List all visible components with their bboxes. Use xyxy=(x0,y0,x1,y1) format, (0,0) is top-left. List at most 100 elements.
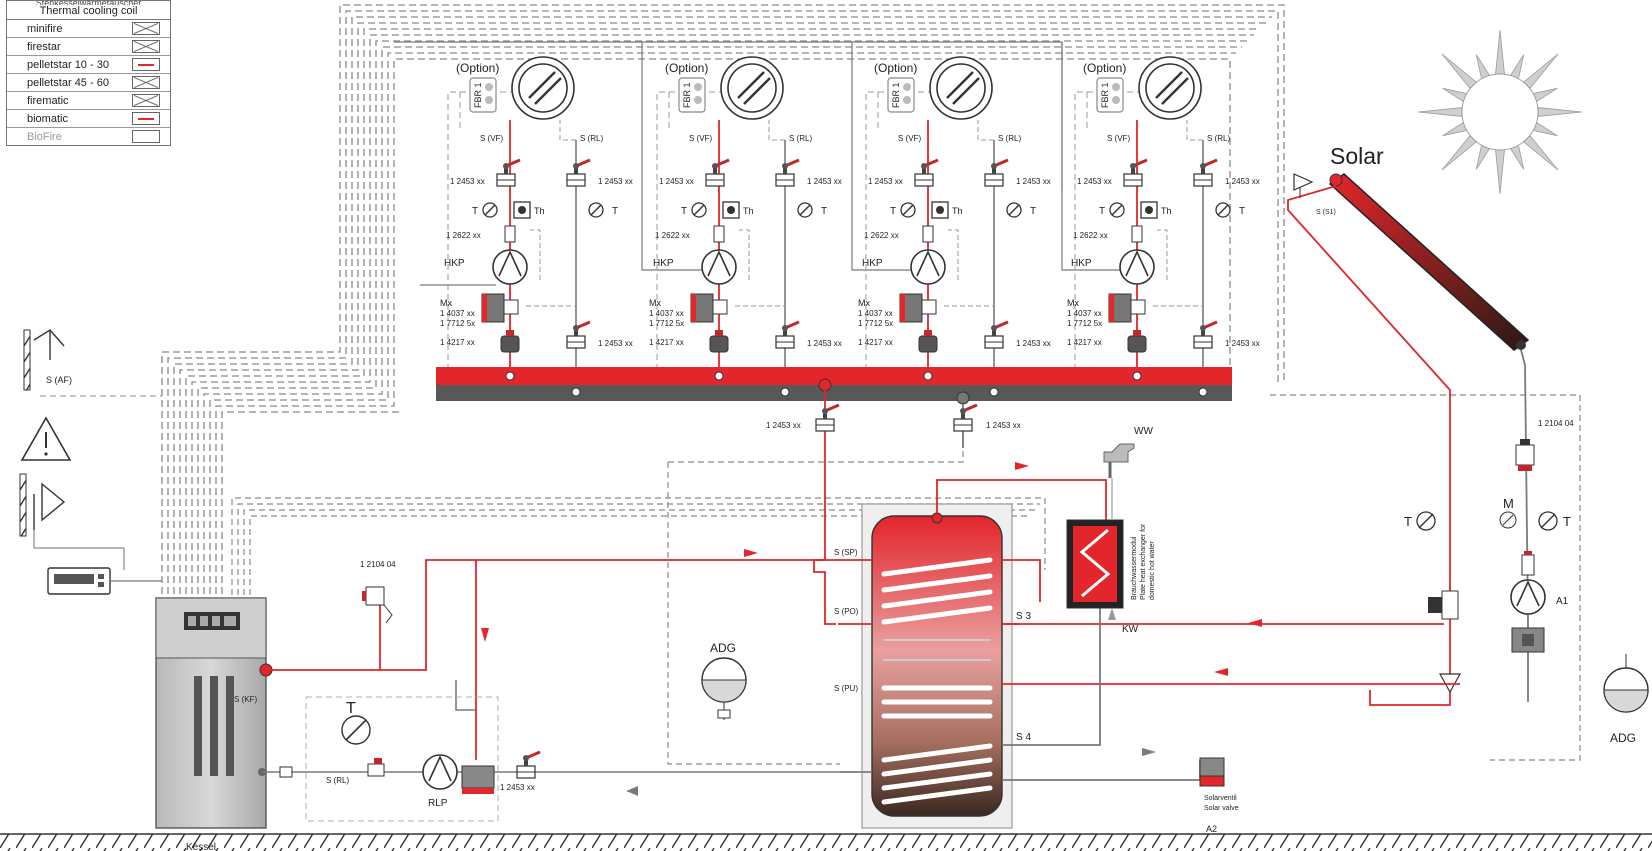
fbr-remote[interactable]: FBR 1 xyxy=(1096,77,1124,113)
room-sensor xyxy=(19,473,66,537)
boiler-legend: Stehkesselwärmetauscher Thermal cooling … xyxy=(6,0,171,146)
fbr-remote[interactable]: FBR 1 xyxy=(887,77,915,113)
legend-cross-mark xyxy=(132,76,160,89)
mixer-valve[interactable] xyxy=(481,293,519,323)
tank-lower-coil xyxy=(881,771,993,791)
circuit-return-valve[interactable] xyxy=(774,158,801,188)
solar-temp-gauge-left xyxy=(1416,511,1436,531)
heating-circuit-pump-label: HKP xyxy=(1071,258,1092,269)
circuit-flow-valve[interactable] xyxy=(495,158,522,188)
mixer-part2-label: 1 7712 5x xyxy=(1067,319,1102,328)
circuit-return-valve-lower[interactable] xyxy=(774,320,801,350)
circuit-lower-flow-valve[interactable] xyxy=(1127,330,1147,353)
return-check-valve xyxy=(367,758,385,777)
solar-valve-en-label: Solar valve xyxy=(1204,805,1239,812)
legend-empty-mark xyxy=(132,130,160,143)
boiler-safety-valve[interactable] xyxy=(362,586,393,624)
mixer-valve[interactable] xyxy=(1108,293,1146,323)
solar-expansion-label: ADG xyxy=(1610,731,1636,745)
circuit-return-valve-lower[interactable] xyxy=(1192,320,1219,350)
solar-temp-left-label: T xyxy=(1404,514,1412,529)
legend-row-firestar: firestar xyxy=(7,38,170,56)
return-pump-label: RLP xyxy=(428,798,448,809)
solar-temp-gauge-right xyxy=(1538,511,1558,531)
return-pump[interactable] xyxy=(422,754,458,790)
fbr-remote[interactable]: FBR 1 xyxy=(469,77,497,113)
mixer-valve[interactable] xyxy=(899,293,937,323)
circuit-sensor-vf-label: S (VF) xyxy=(898,134,921,143)
legend-row-label: firestar xyxy=(27,40,61,53)
storage-control-wiring xyxy=(231,394,1581,765)
heating-circuit-pump[interactable] xyxy=(910,249,946,285)
boiler-return-valve[interactable] xyxy=(515,750,542,780)
sun-icon xyxy=(1417,29,1583,195)
legend-row-pelletstar-10-30: pelletstar 10 - 30 xyxy=(7,56,170,74)
circuit-flow-valve[interactable] xyxy=(704,158,731,188)
circuit-frame xyxy=(865,91,944,380)
legend-row-biofire: BioFire xyxy=(7,128,170,145)
flow-arrow xyxy=(1108,608,1116,620)
mixer-part1-label: 1 4037 xx xyxy=(1067,309,1102,318)
circuit-return-valve-label: 1 2453 xx xyxy=(1225,177,1260,186)
heating-circuit-pump[interactable] xyxy=(701,249,737,285)
solar-pump[interactable] xyxy=(1510,579,1546,615)
circuit-sensor-vf-label: S (VF) xyxy=(480,134,503,143)
circuit-return-valve[interactable] xyxy=(565,158,592,188)
circuit-return-valve[interactable] xyxy=(1192,158,1219,188)
circuit-return-valve[interactable] xyxy=(983,158,1010,188)
check-valve xyxy=(1131,225,1143,243)
circuit-return-valve-label: 1 2453 xx xyxy=(1016,177,1051,186)
storage-sensor-pu-label: S (PU) xyxy=(834,684,858,693)
heating-circuit-pump[interactable] xyxy=(492,249,528,285)
room-thermostat-dial xyxy=(511,56,575,120)
check-valve-label: 1 2622 xx xyxy=(655,231,690,240)
legend-header-title: Thermal cooling coil xyxy=(39,5,138,17)
mixer-valve[interactable] xyxy=(690,293,728,323)
circuit-return-valve-lower[interactable] xyxy=(983,320,1010,350)
circuit-lower-flow-valve[interactable] xyxy=(918,330,938,353)
storage-expansion-label: ADG xyxy=(710,641,736,655)
manifold-valve-left[interactable] xyxy=(814,403,841,433)
heating-circuit-pump[interactable] xyxy=(1119,249,1155,285)
dhw-kw-label: KW xyxy=(1122,624,1139,635)
manifold-valve-right[interactable] xyxy=(952,403,979,433)
dhw-ww-label: WW xyxy=(1134,426,1153,437)
legend-row-label: pelletstar 10 - 30 xyxy=(27,58,109,71)
circuit-sensor-wire xyxy=(1157,120,1203,280)
solar-valve[interactable] xyxy=(1199,757,1225,787)
return-temp-label: T xyxy=(821,206,827,217)
storage-expansion-vessel xyxy=(701,657,747,720)
legend-header-cut: Stehkesselwärmetauscher xyxy=(7,1,170,5)
circuit-lower-flow-valve[interactable] xyxy=(500,330,520,353)
dhw-module-en2-label: domestic hot water xyxy=(1149,541,1156,600)
circuit-return-valve-lower[interactable] xyxy=(565,320,592,350)
flow-temp-label: T xyxy=(890,206,896,217)
circuit-flow-valve[interactable] xyxy=(1122,158,1149,188)
storage-sensor-sp-label: S (SP) xyxy=(834,548,858,557)
circuit-flow-valve[interactable] xyxy=(913,158,940,188)
circuit-frame xyxy=(447,91,526,380)
return-temp-gauge xyxy=(1006,202,1022,218)
dhw-module-en1-label: Plate heat exchanger for xyxy=(1140,523,1147,600)
circuit-frame xyxy=(1074,91,1153,380)
circuit-sensor-rl-label: S (RL) xyxy=(789,134,812,143)
tank-upper-coil xyxy=(881,573,993,593)
return-temp-gauge xyxy=(1215,202,1231,218)
circuit-lower-flow-valve[interactable] xyxy=(709,330,729,353)
check-valve-label: 1 2622 xx xyxy=(1073,231,1108,240)
boiler-flow-pipes xyxy=(266,559,855,760)
legend-line-mark xyxy=(132,58,160,71)
sun-ray xyxy=(1521,133,1559,171)
mixer-label: Mx xyxy=(858,298,870,308)
circuit-return-valve-lower-label: 1 2453 xx xyxy=(807,339,842,348)
solar-collector xyxy=(1328,173,1530,351)
solar-check-valve xyxy=(1521,551,1535,576)
mixer-part2-label: 1 7712 5x xyxy=(649,319,684,328)
solar-temp-right-label: T xyxy=(1563,514,1571,529)
return-pipes xyxy=(262,680,840,773)
sun-ray xyxy=(1535,106,1583,118)
fbr-remote[interactable]: FBR 1 xyxy=(678,77,706,113)
solar-safety-valve[interactable] xyxy=(1515,439,1535,471)
